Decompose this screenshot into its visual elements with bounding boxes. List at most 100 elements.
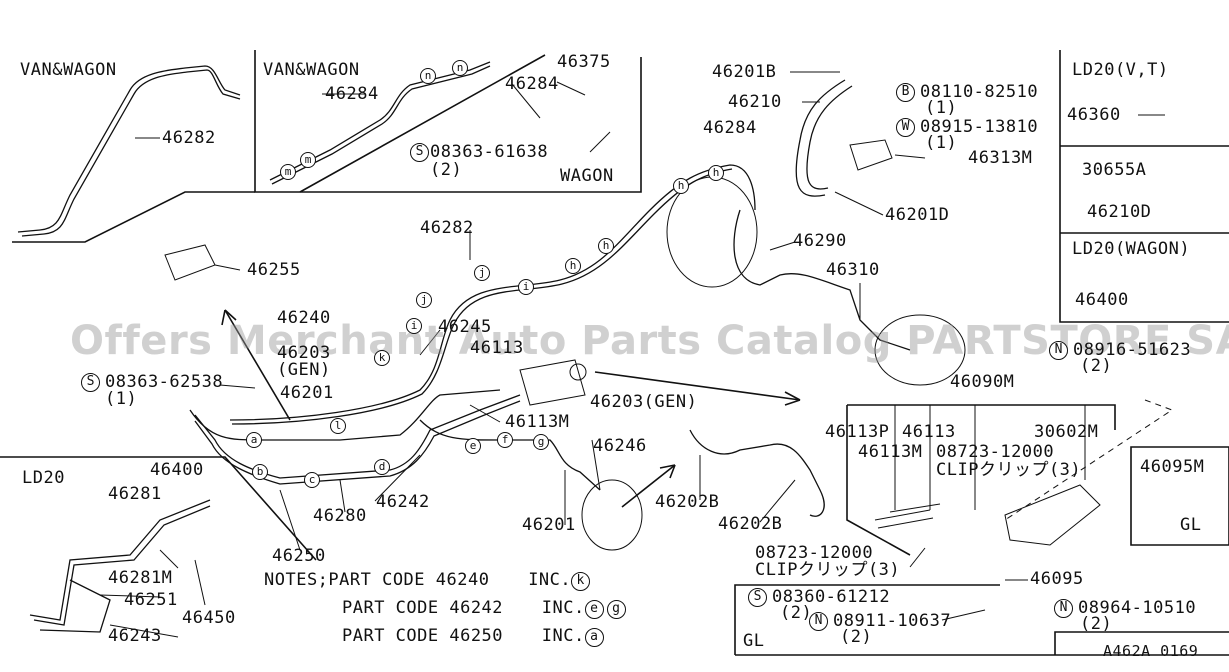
part-08360-61212[interactable]: 08360-61212	[772, 587, 891, 607]
clip-marker-j: j	[474, 265, 490, 281]
part-46095[interactable]: 46095	[1030, 569, 1084, 589]
part-46113-b[interactable]: 46113	[902, 422, 956, 442]
clip-marker-a: a	[246, 432, 262, 448]
part-46251[interactable]: 46251	[124, 590, 178, 610]
part-46202b-b[interactable]: 46202B	[718, 514, 783, 534]
box-title-ld20: LD20	[22, 468, 65, 488]
clip-note-a: CLIPクリップ(3)	[936, 460, 1082, 480]
box-title-gl-2: GL	[743, 631, 765, 651]
part-30655a[interactable]: 30655A	[1082, 160, 1147, 180]
part-46313m[interactable]: 46313M	[968, 148, 1033, 168]
part-46375[interactable]: 46375	[557, 52, 611, 72]
part-46203-gen-b[interactable]: 46203(GEN)	[590, 392, 698, 412]
notes-line-3-text: PART CODE 46250	[342, 626, 504, 646]
part-46282-van[interactable]: 46282	[162, 128, 216, 148]
part-46284-rear[interactable]: 46284	[703, 118, 757, 138]
part-46203-gen[interactable]: 46203	[277, 343, 331, 363]
clip-marker-k: k	[374, 350, 390, 366]
block-46255	[164, 244, 216, 281]
junction-46313m	[849, 139, 893, 171]
part-46242[interactable]: 46242	[376, 492, 430, 512]
part-46400-ld20[interactable]: 46400	[150, 460, 204, 480]
box-title-ld20-vt: LD20(V,T)	[1072, 60, 1169, 80]
part-46282-main[interactable]: 46282	[420, 218, 474, 238]
part-46090m[interactable]: 46090M	[950, 372, 1015, 392]
pipe-46243	[39, 579, 111, 633]
b-mark-icon: B	[896, 83, 915, 102]
clip-marker-i: i	[406, 318, 422, 334]
clip-marker-m: m	[300, 152, 316, 168]
part-46250[interactable]: 46250	[272, 546, 326, 566]
part-46201d[interactable]: 46201D	[885, 205, 950, 225]
part-08723-12000-a[interactable]: 08723-12000	[936, 442, 1055, 462]
part-46201b-top[interactable]: 46201B	[712, 62, 777, 82]
part-46246[interactable]: 46246	[593, 436, 647, 456]
pipe-46282-van	[17, 65, 241, 233]
notes-line-1: NOTES;PART CODE 46240 INC.k	[264, 572, 591, 592]
box-title-van-wagon-2: VAN&WAGON	[263, 60, 360, 80]
part-46210d[interactable]: 46210D	[1087, 202, 1152, 222]
part-08911-10637[interactable]: 08911-10637	[833, 611, 952, 631]
clip-marker-h: h	[708, 165, 724, 181]
note-code-k: k	[571, 572, 591, 591]
part-46202b-a[interactable]: 46202B	[655, 492, 720, 512]
notes-line-2-inc: INC.	[541, 598, 585, 618]
hose-46202b	[689, 429, 825, 517]
note-code-g: g	[606, 600, 626, 619]
clip-marker-m: m	[280, 164, 296, 180]
part-08964-10510[interactable]: 08964-10510	[1078, 598, 1197, 618]
part-46113[interactable]: 46113	[470, 338, 524, 358]
part-46095m[interactable]: 46095M	[1140, 457, 1205, 477]
arrow-46202b	[621, 464, 676, 508]
clip-marker-j: j	[416, 292, 432, 308]
part-46450[interactable]: 46450	[182, 608, 236, 628]
part-08360-61212-qty: (2)	[780, 603, 813, 623]
part-46113m[interactable]: 46113M	[505, 412, 570, 432]
notes-line-3: PART CODE 46250 INC.a	[342, 628, 604, 648]
part-46245[interactable]: 46245	[438, 317, 492, 337]
clip-marker-n: n	[452, 60, 468, 76]
part-46284-van[interactable]: 46284	[325, 84, 379, 104]
n-mark-icon: N	[1049, 341, 1068, 360]
box-title-gl-1: GL	[1180, 515, 1202, 535]
pipe-46250	[189, 389, 501, 441]
part-46284-wagon[interactable]: 46284	[505, 74, 559, 94]
clip-marker-d: d	[374, 459, 390, 475]
clip-note-b: CLIPクリップ(3)	[755, 560, 901, 580]
part-46281m[interactable]: 46281M	[108, 568, 173, 588]
part-46360[interactable]: 46360	[1067, 105, 1121, 125]
note-code-a: a	[584, 628, 604, 647]
part-46400-wagon[interactable]: 46400	[1075, 290, 1129, 310]
part-08911-10637-qty: (2)	[840, 627, 873, 647]
clip-marker-g: g	[533, 434, 549, 450]
part-46240[interactable]: 46240	[277, 308, 331, 328]
part-46281[interactable]: 46281	[108, 484, 162, 504]
part-46201-front[interactable]: 46201	[522, 515, 576, 535]
part-46113p[interactable]: 46113P	[825, 422, 890, 442]
part-30602m[interactable]: 30602M	[1034, 422, 1099, 442]
n-mark-icon: N	[809, 612, 828, 631]
part-08723-12000-b[interactable]: 08723-12000	[755, 543, 874, 563]
part-08363-62538[interactable]: 08363-62538	[105, 372, 224, 392]
frame-van-wagon-1	[12, 191, 255, 243]
frame-46095m	[1130, 446, 1229, 546]
frame-right-column	[1059, 50, 1229, 323]
part-46255[interactable]: 46255	[247, 260, 301, 280]
part-08363-61638[interactable]: 08363-61638	[430, 142, 549, 162]
part-46113m-b[interactable]: 46113M	[858, 442, 923, 462]
part-46210[interactable]: 46210	[728, 92, 782, 112]
part-08916-51623[interactable]: 08916-51623	[1073, 340, 1192, 360]
part-08915-13810[interactable]: 08915-13810	[920, 117, 1039, 137]
frame-van-wagon-2	[254, 50, 642, 193]
s-mark-icon: S	[410, 143, 429, 162]
part-46280[interactable]: 46280	[313, 506, 367, 526]
part-08110-82510[interactable]: 08110-82510	[920, 82, 1039, 102]
pipe-46282-main	[229, 164, 756, 421]
part-08964-10510-qty: (2)	[1080, 614, 1113, 634]
part-46290[interactable]: 46290	[793, 231, 847, 251]
arrow-46255	[224, 309, 291, 421]
part-46201-left[interactable]: 46201	[280, 383, 334, 403]
part-46310[interactable]: 46310	[826, 260, 880, 280]
part-46243[interactable]: 46243	[108, 626, 162, 646]
